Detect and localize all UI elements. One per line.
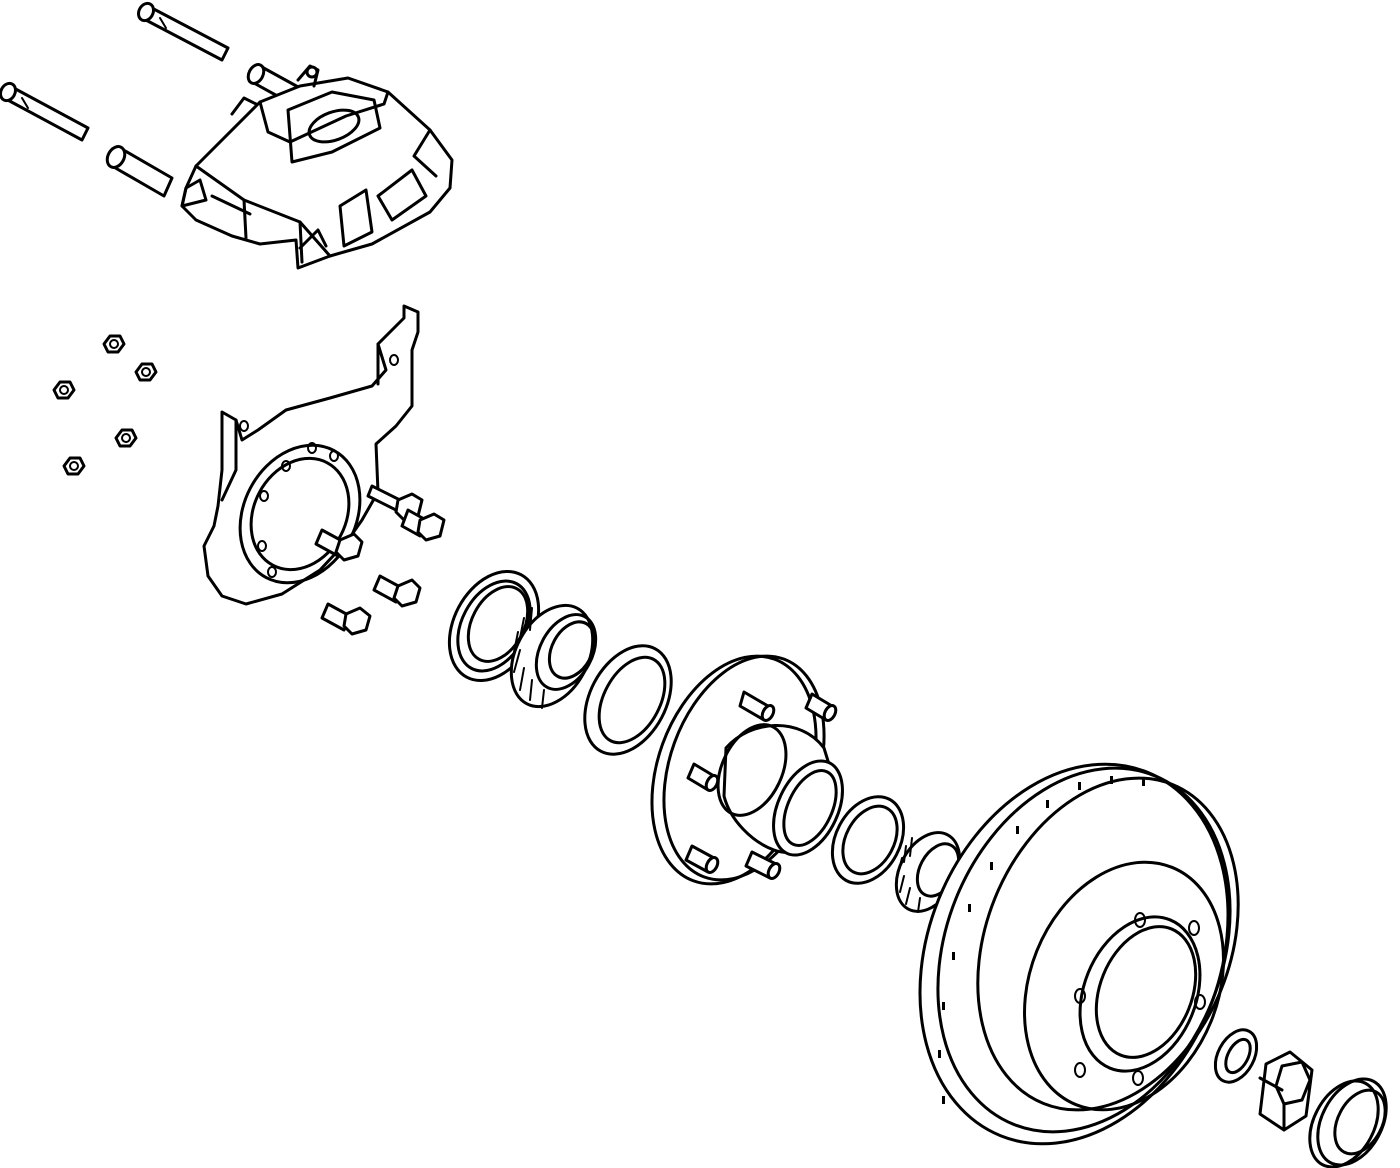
rotor-vent-slots: [938, 776, 1145, 1104]
wheel-stud: [744, 850, 782, 880]
caliper-sleeve: [105, 145, 174, 198]
lug-nut: [52, 380, 76, 400]
wheel-stud: [738, 690, 776, 722]
wheel-stud: [684, 844, 720, 874]
bracket-bolt: [372, 574, 422, 608]
bracket-bolt: [320, 602, 372, 636]
brake-rotor: [918, 762, 1240, 1146]
spindle-washer: [1213, 1028, 1259, 1084]
dust-cap: [1308, 1077, 1388, 1168]
caliper-pin: [137, 1, 230, 62]
wheel-hub: [650, 654, 844, 886]
inner-bearing-race: [583, 644, 673, 756]
lug-nut: [62, 456, 86, 476]
wheel-stud: [804, 692, 838, 722]
inner-bearing-cone: [509, 603, 598, 709]
caliper-bracket: [202, 304, 420, 606]
lug-nut: [134, 362, 158, 382]
lug-nut: [114, 428, 138, 448]
wheel-stud: [686, 762, 720, 792]
brake-caliper: [180, 64, 454, 270]
outer-bearing-race: [830, 795, 906, 885]
bracket-bolt: [400, 508, 446, 542]
caliper-pin: [0, 81, 90, 142]
lug-nut: [102, 334, 126, 354]
bracket-bolt: [314, 528, 364, 562]
castle-nut: [1258, 1050, 1314, 1132]
